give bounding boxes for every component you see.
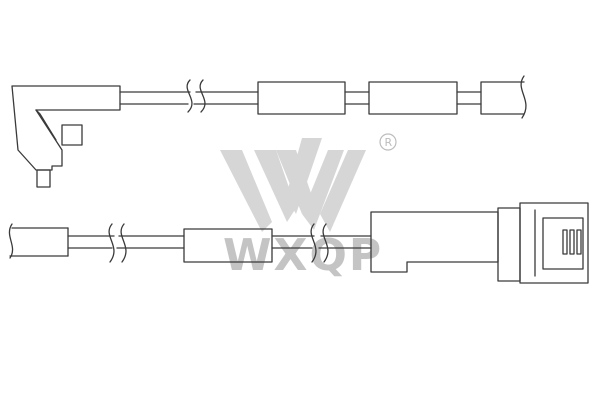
upper-cable (11, 75, 527, 188)
angled-plug-icon (11, 85, 121, 171)
socket-plug-head (519, 202, 589, 284)
socket-pin-slot (562, 229, 568, 255)
socket-plug-collar (497, 207, 521, 282)
registered-mark-icon: R (379, 133, 397, 151)
socket-pin-slot (569, 229, 575, 255)
socket-plug-body (370, 211, 499, 273)
angled-plug-stub (36, 169, 51, 188)
double-wave-break-icon (520, 75, 527, 119)
angled-plug-inner-edge (35, 109, 57, 141)
upper-sleeve (257, 81, 346, 115)
angled-plug-pin (61, 124, 83, 146)
upper-cable-end (480, 81, 525, 115)
watermark-brand-text: WXQP (223, 230, 383, 281)
lower-sleeve (183, 228, 273, 263)
double-wave-break-icon (8, 223, 14, 259)
upper-sleeve (368, 81, 458, 115)
socket-pin-slot (576, 229, 582, 255)
double-wave-break-icon (186, 79, 193, 113)
watermark: WXQP R (220, 133, 397, 281)
double-wave-break-icon (322, 223, 329, 263)
double-wave-break-icon (310, 223, 317, 263)
socket-plug-icon (370, 202, 589, 284)
double-wave-break-icon (199, 79, 206, 113)
wxqp-w-logo-icon (220, 138, 366, 232)
registered-mark-text: R (385, 136, 393, 149)
socket-plug-window (542, 217, 584, 270)
lower-cable (8, 202, 589, 284)
double-wave-break-icon (120, 223, 127, 263)
double-wave-break-icon (108, 223, 115, 263)
